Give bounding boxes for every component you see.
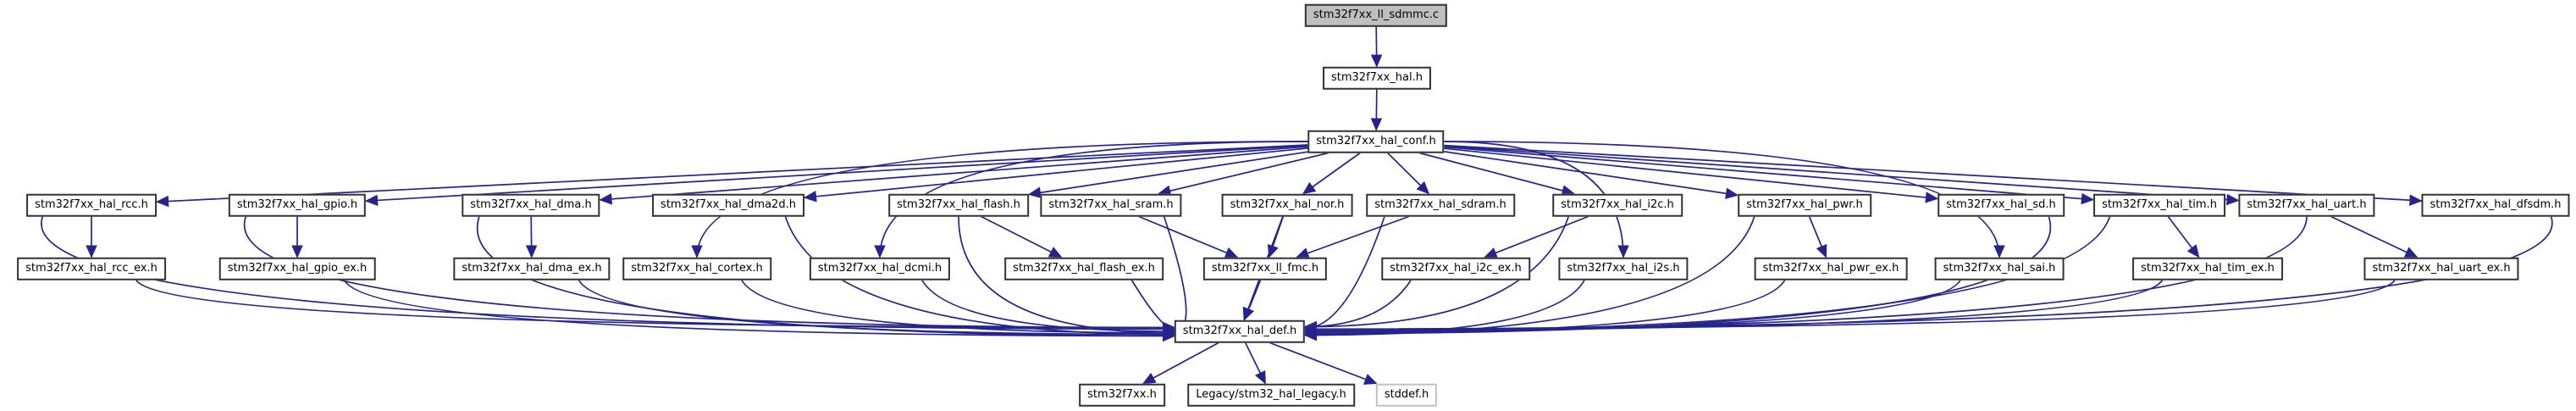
graph-node-conf[interactable]: stm32f7xx_hal_conf.h — [1307, 130, 1445, 153]
edge-sai-def — [1303, 280, 1961, 338]
graph-node-flash-ex[interactable]: stm32f7xx_hal_flash_ex.h — [1004, 257, 1164, 280]
edge-conf-pwr — [1444, 151, 1739, 199]
graph-node-ll-fmc[interactable]: stm32f7xx_ll_fmc.h — [1202, 257, 1328, 280]
graph-node-gpio[interactable]: stm32f7xx_hal_gpio.h — [228, 193, 367, 217]
graph-node-dma[interactable]: stm32f7xx_hal_dma.h — [462, 193, 600, 217]
graph-node-sai[interactable]: stm32f7xx_hal_sai.h — [1934, 257, 2065, 280]
edge-conf-sai — [1444, 141, 2005, 258]
edge-conf-dfsdm — [1444, 144, 2423, 206]
edge-tim_ex-def — [1303, 280, 2164, 336]
edge-sram-def — [1163, 216, 1187, 337]
graph-node-dma2d[interactable]: stm32f7xx_hal_dma2d.h — [652, 193, 804, 217]
edge-def-legacy — [1244, 342, 1267, 385]
edge-conf-rcc — [155, 144, 1308, 208]
graph-node-f7xx[interactable]: stm32f7xx.h — [1079, 383, 1165, 407]
edge-flash-flash_ex — [981, 215, 1063, 258]
edge-dma-dma_ex — [525, 216, 538, 258]
graph-node-i2c[interactable]: stm32f7xx_hal_i2c.h — [1552, 193, 1683, 217]
edge-conf-dma — [599, 146, 1308, 205]
graph-node-tim[interactable]: stm32f7xx_hal_tim.h — [2093, 193, 2225, 217]
graph-node-nor[interactable]: stm32f7xx_hal_nor.h — [1221, 193, 1353, 217]
edge-conf-sd — [1444, 147, 1939, 203]
edge-cortex-def — [741, 280, 1176, 339]
graph-node-dfsdm[interactable]: stm32f7xx_hal_dfsdm.h — [2421, 193, 2570, 217]
edge-uart_ex-def — [1303, 280, 2396, 336]
edge-conf-sram — [1158, 152, 1329, 197]
graph-node-sdram[interactable]: stm32f7xx_hal_sdram.h — [1366, 193, 1515, 217]
edge-ll_fmc-def — [1243, 280, 1262, 321]
graph-node-dcmi[interactable]: stm32f7xx_hal_dcmi.h — [809, 257, 951, 280]
edge-sram-ll_fmc — [1138, 215, 1239, 258]
edge-conf-nor — [1302, 152, 1361, 195]
edge-def-stddef — [1269, 342, 1378, 385]
graph-node-i2s[interactable]: stm32f7xx_hal_i2s.h — [1558, 257, 1689, 280]
graph-node-legacy[interactable]: Legacy/stm32_hal_legacy.h — [1187, 383, 1355, 407]
edge-uart-uart_ex — [2330, 215, 2418, 258]
edge-gpio_ex-def — [343, 280, 1176, 342]
graph-node-sd[interactable]: stm32f7xx_hal_sd.h — [1938, 193, 2065, 217]
graph-node-stddef: stddef.h — [1375, 383, 1438, 407]
edge-ll_sdmmc_c-hal — [1370, 26, 1383, 68]
graph-node-rcc-ex[interactable]: stm32f7xx_hal_rcc_ex.h — [17, 257, 166, 280]
edge-gpio-def — [243, 216, 1176, 334]
edge-dcmi-def — [921, 280, 1176, 337]
edge-conf-tim — [1444, 146, 2095, 205]
edge-dma_ex-def — [578, 280, 1176, 341]
edge-conf-i2s — [1444, 141, 1629, 258]
edge-conf-uart — [1444, 145, 2240, 206]
graph-node-uart-ex[interactable]: stm32f7xx_hal_uart_ex.h — [2363, 257, 2519, 280]
graph-node-flash[interactable]: stm32f7xx_hal_flash.h — [888, 193, 1029, 217]
edge-i2c_ex-def — [1303, 280, 1412, 333]
edge-tim-tim_ex — [2167, 215, 2200, 258]
edge-pwr_ex-def — [1303, 280, 1786, 340]
edge-flash_ex-def — [1130, 280, 1176, 336]
edge-conf-i2c — [1419, 152, 1575, 197]
graph-node-def[interactable]: stm32f7xx_hal_def.h — [1174, 319, 1306, 343]
graph-node-ll-sdmmc-c: stm32f7xx_ll_sdmmc.c — [1304, 3, 1448, 27]
graph-node-tim-ex[interactable]: stm32f7xx_hal_tim_ex.h — [2132, 257, 2283, 280]
edge-rcc_ex-def — [135, 280, 1176, 334]
graph-node-pwr[interactable]: stm32f7xx_hal_pwr.h — [1738, 193, 1871, 217]
graph-node-dma-ex[interactable]: stm32f7xx_hal_dma_ex.h — [453, 257, 611, 280]
edge-pwr-pwr_ex — [1808, 216, 1827, 258]
graph-node-cortex[interactable]: stm32f7xx_hal_cortex.h — [622, 257, 771, 280]
graph-node-uart[interactable]: stm32f7xx_hal_uart.h — [2238, 193, 2375, 217]
edge-conf-flash — [1027, 151, 1308, 198]
edge-i2s-def — [1303, 280, 1585, 342]
edge-hal-conf — [1370, 89, 1383, 131]
graph-node-pwr-ex[interactable]: stm32f7xx_hal_pwr_ex.h — [1754, 257, 1908, 280]
edge-conf-sdram — [1387, 152, 1430, 195]
graph-node-i2c-ex[interactable]: stm32f7xx_hal_i2c_ex.h — [1381, 257, 1530, 280]
edge-conf-cortex — [691, 141, 1308, 258]
graph-node-gpio-ex[interactable]: stm32f7xx_hal_gpio_ex.h — [218, 257, 376, 280]
graph-node-sram[interactable]: stm32f7xx_hal_sram.h — [1040, 193, 1182, 217]
edge-conf-dcmi — [874, 141, 1308, 258]
graph-node-hal[interactable]: stm32f7xx_hal.h — [1323, 66, 1431, 90]
edge-sdram-ll_fmc — [1296, 215, 1409, 259]
edge-def-f7xx — [1142, 342, 1219, 385]
edge-i2c-i2c_ex — [1484, 215, 1589, 258]
edge-conf-dma2d — [803, 147, 1308, 203]
graph-node-rcc[interactable]: stm32f7xx_hal_rcc.h — [26, 193, 157, 217]
edge-i2c-def — [1303, 216, 1570, 333]
